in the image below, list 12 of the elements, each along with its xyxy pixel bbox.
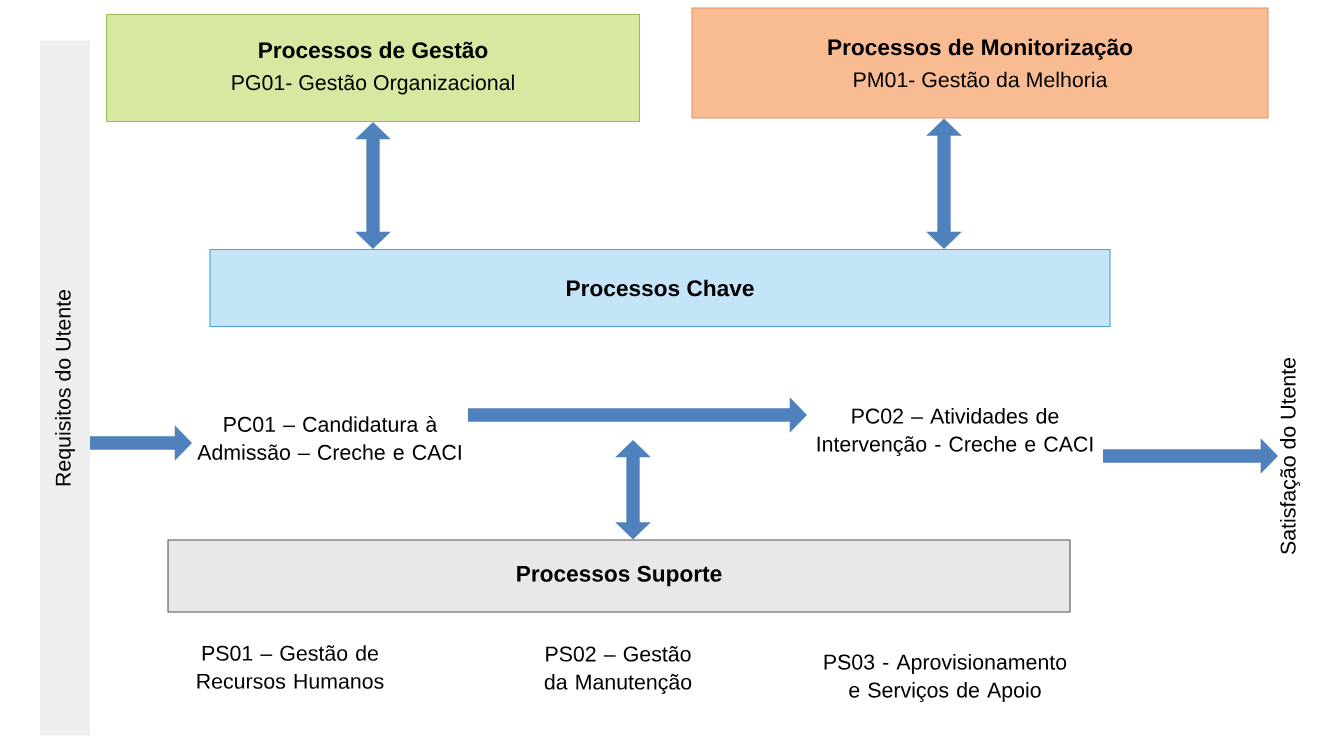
side-text: Satisfação do Utente [1280,357,1300,555]
process-text: PC02 – Atividades de Intervenção - Creche e CACI [817,408,1093,456]
process-box: Processos de Monitorização PM01- Gestão da Melhoria [691,7,1269,119]
process-text: PC01 – Candidatura à Admissão – Creche e CACI [197,416,461,460]
process-text: PS01 – Gestão de Recursos Humanos [197,645,384,689]
process-text: PS02 – Gestão da Manutenção [544,646,692,694]
process-box: Processos de Gestão PG01- Gestão Organizacional [105,13,641,123]
block-arrow [355,122,391,249]
process-text: PS03 - Aprovisionamento e Serviços de Apoio [824,654,1067,702]
side-band: Requisitos do Utente [40,40,90,736]
process-box: Processos Suporte [167,539,1071,613]
process-box: Processos Chave [209,248,1111,328]
